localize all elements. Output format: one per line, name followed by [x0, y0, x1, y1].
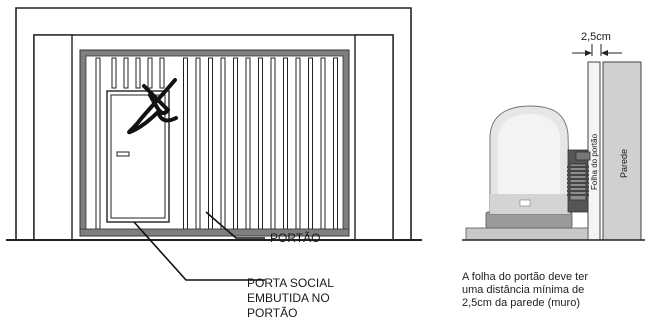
- gate-bar: [233, 57, 238, 230]
- gate-bar-top: [111, 57, 117, 89]
- caption-line-3: 2,5cm da parede (muro): [462, 297, 580, 309]
- gear-tooth: [567, 190, 589, 192]
- gate-leaf-label: Folha do portão: [590, 133, 599, 190]
- pedestrian-door-inner: [110, 94, 166, 219]
- gear-teeth: [567, 166, 589, 196]
- gate-bar-top: [135, 57, 141, 89]
- motor-cover-highlight: [498, 114, 560, 210]
- caption: A folha do portão deve ter uma distância…: [462, 271, 652, 310]
- door-leader-line: [133, 221, 265, 281]
- gear-tooth: [567, 186, 589, 188]
- rack-bracket: [575, 151, 591, 161]
- pillar-left: [33, 34, 73, 241]
- door-label-line1: PORTA SOCIAL: [247, 276, 334, 290]
- gate-bottom-rail: [79, 228, 350, 237]
- gear-tooth: [567, 174, 589, 176]
- dimension-arrowhead-left: [585, 50, 592, 56]
- gate-bar: [333, 57, 338, 230]
- caption-line-1: A folha do portão deve ter: [462, 271, 588, 283]
- gate-bar-top: [159, 57, 165, 89]
- gear-tooth: [567, 182, 589, 184]
- gate-bar: [95, 57, 101, 230]
- gate-label: PORTÃO: [270, 231, 320, 245]
- gear-tooth: [567, 170, 589, 172]
- hand-mark: [127, 78, 178, 135]
- wall: [602, 61, 642, 241]
- caption-line-2: uma distância mínima de: [462, 284, 585, 296]
- gate-bar: [183, 57, 188, 230]
- gate-leader-line: [205, 211, 265, 239]
- dimension-arrowhead-right: [601, 50, 608, 56]
- base-slab: [465, 227, 589, 241]
- gear-tooth: [567, 166, 589, 168]
- gate-bar: [283, 57, 288, 230]
- gate-bar: [308, 57, 313, 230]
- gate-bar: [320, 57, 326, 230]
- wall-label: Parede: [619, 149, 629, 178]
- gate-bar: [258, 57, 263, 230]
- motor-label-plate: [519, 199, 531, 207]
- gate-bar: [245, 57, 251, 230]
- door-label-line2: EMBUTIDA NO: [247, 291, 330, 305]
- motor-side-view: 2,5cm Parede Folha do portão: [462, 31, 645, 241]
- pillar-right: [354, 34, 394, 241]
- gear-tooth: [567, 178, 589, 180]
- dimension-label: 2,5cm: [581, 31, 611, 43]
- gate-bar: [270, 57, 276, 230]
- gear-tooth: [567, 194, 589, 196]
- gate-bar: [208, 57, 213, 230]
- gate-front-view: [6, 7, 422, 281]
- gate-bar: [195, 57, 201, 230]
- door-handle: [116, 151, 130, 157]
- gate-bar: [220, 57, 226, 230]
- gate-bar-top: [147, 57, 153, 89]
- door-label-line3: PORTÃO: [247, 306, 297, 320]
- gate-bar: [295, 57, 301, 230]
- gate-bar-top: [123, 57, 129, 89]
